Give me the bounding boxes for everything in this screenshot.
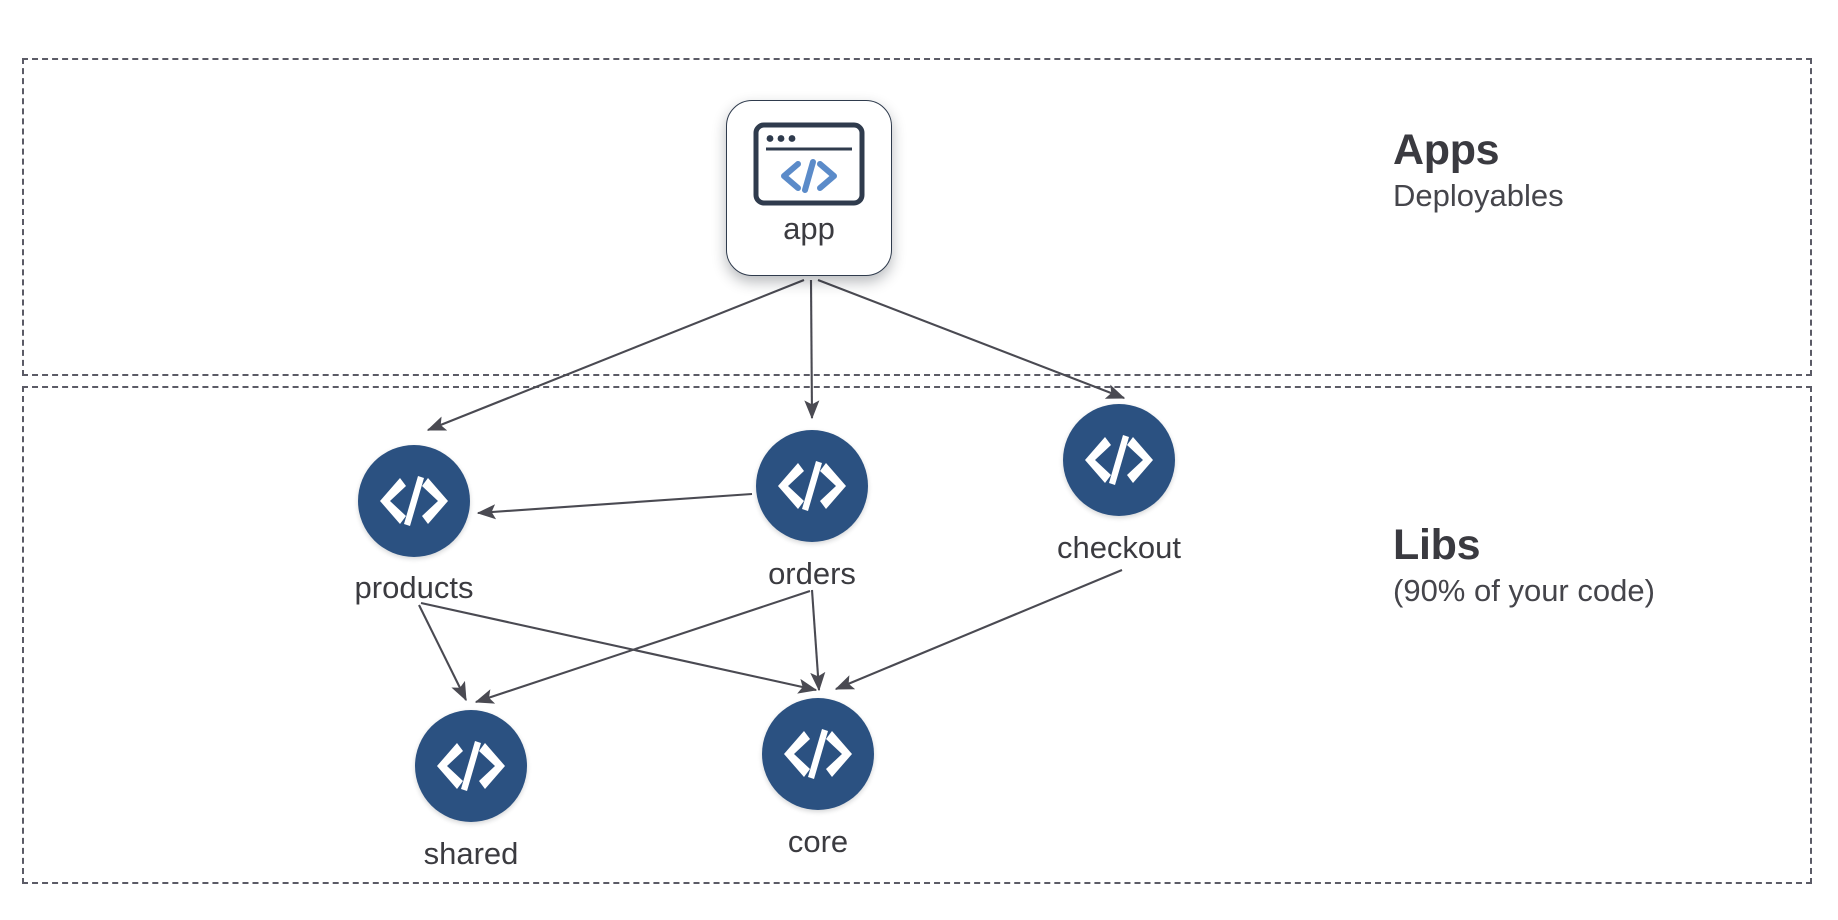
node-checkout-circle[interactable]	[1063, 404, 1175, 516]
code-brackets-icon	[784, 729, 852, 779]
zone-legend-apps: Apps Deployables	[1393, 126, 1564, 213]
code-brackets-icon	[437, 741, 505, 791]
zone-subtitle-apps: Deployables	[1393, 177, 1564, 213]
code-window-icon	[753, 122, 865, 206]
code-brackets-icon	[1085, 435, 1153, 485]
node-shared-circle[interactable]	[415, 710, 527, 822]
node-orders-label: orders	[768, 556, 856, 591]
node-products-label: products	[354, 570, 474, 605]
node-core-circle[interactable]	[762, 698, 874, 810]
zone-subtitle-libs: (90% of your code)	[1393, 572, 1655, 608]
node-app[interactable]: app	[726, 100, 892, 276]
node-core-label: core	[787, 824, 849, 859]
zone-box-apps	[22, 58, 1812, 376]
node-checkout-label: checkout	[1056, 530, 1182, 565]
zone-legend-libs: Libs (90% of your code)	[1393, 521, 1655, 608]
code-brackets-icon	[380, 476, 448, 526]
node-orders-circle[interactable]	[756, 430, 868, 542]
node-app-label: app	[783, 211, 835, 246]
node-shared-label: shared	[423, 836, 519, 871]
code-brackets-icon	[778, 461, 846, 511]
zone-box-libs	[22, 386, 1812, 884]
node-products-circle[interactable]	[358, 445, 470, 557]
zone-title-libs: Libs	[1393, 521, 1481, 569]
zone-title-apps: Apps	[1393, 126, 1500, 174]
